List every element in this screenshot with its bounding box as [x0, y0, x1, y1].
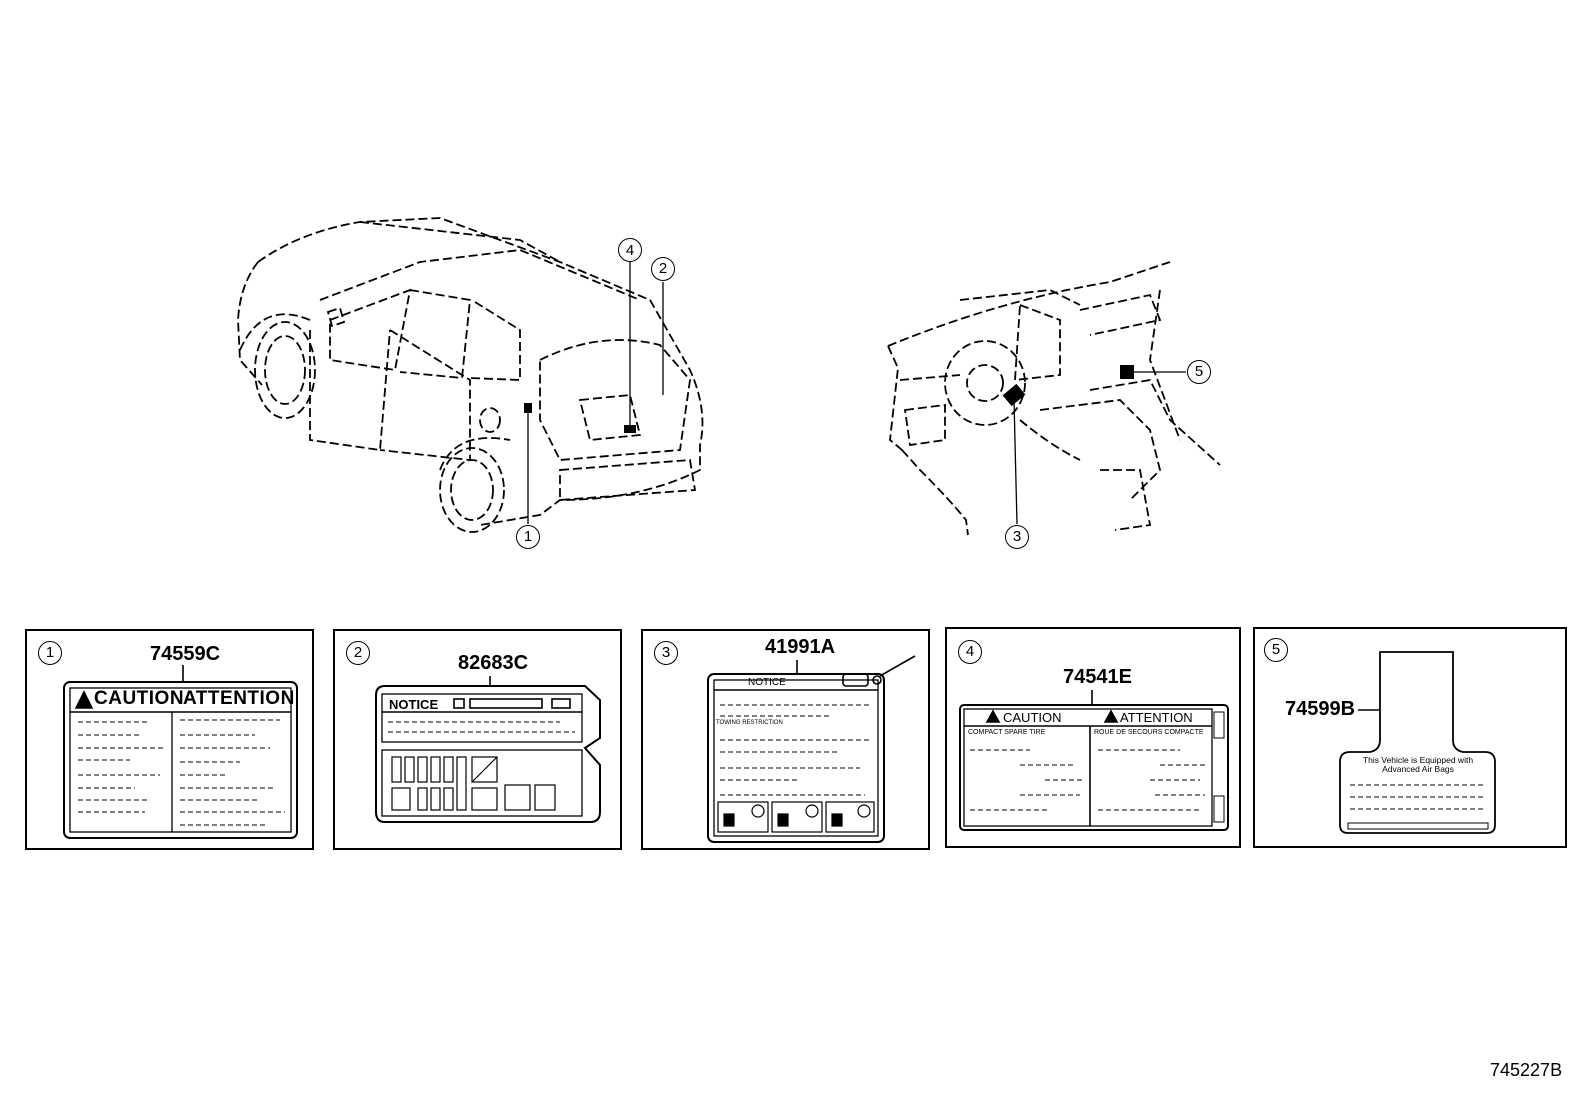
figure-id: 745227B [1490, 1060, 1563, 1080]
callout-5-dashboard: 5 [1187, 360, 1211, 384]
callout-label: 3 [1012, 528, 1022, 545]
panel-5-text-line1: This Vehicle is Equipped with [1362, 755, 1474, 765]
callout-label: 1 [523, 528, 533, 545]
vehicle-exterior-illustration [237, 217, 704, 533]
panel-4-number: 4 [958, 640, 982, 664]
panel-1-heading-left: CAUTION [94, 688, 185, 709]
panel-3-number: 3 [654, 641, 678, 665]
label-marker-1 [524, 403, 532, 413]
panel-2-heading: NOTICE [389, 697, 439, 712]
callout-2-vehicle: 2 [651, 257, 675, 281]
panel-4-sub-left: COMPACT SPARE TIRE [968, 729, 1046, 736]
panel-1-part-number: 74559C [150, 643, 221, 665]
panel-4-heading-left: CAUTION [1003, 710, 1062, 725]
panel-1 [25, 629, 314, 850]
panel-3 [641, 629, 930, 850]
panel-4-sub-right: ROUE DE SECOURS COMPACTE [1094, 729, 1204, 736]
panel-3-sub: TOWING RESTRICTION [716, 720, 783, 726]
callout-4-vehicle: 4 [618, 238, 642, 262]
panel-4 [945, 627, 1241, 848]
panel-5 [1253, 627, 1567, 848]
panel-2 [333, 629, 622, 850]
panel-1-heading-right: ATTENTION [183, 688, 295, 709]
panel-1-number: 1 [38, 641, 62, 665]
callout-label: 5 [1194, 363, 1204, 380]
panel-4-heading-right: ATTENTION [1120, 710, 1193, 725]
panel-3-heading: NOTICE [748, 677, 786, 688]
label-marker-4 [624, 425, 636, 433]
panel-5-text-line2: Advanced Air Bags [1382, 764, 1454, 774]
callout-1-vehicle: 1 [516, 525, 540, 549]
panel-4-part-number: 74541E [1063, 666, 1132, 688]
callout-3-dashboard: 3 [1005, 525, 1029, 549]
label-marker-5 [1120, 365, 1134, 379]
panel-5-number: 5 [1264, 638, 1288, 662]
panel-5-part-number: 74599B [1285, 698, 1356, 720]
panel-2-part-number: 82683C [458, 652, 529, 674]
callout-label: 4 [625, 242, 635, 259]
callout-label: 2 [658, 260, 668, 277]
dashboard-illustration [887, 261, 1221, 536]
panel-3-part-number: 41991A [765, 636, 836, 658]
panel-2-number: 2 [346, 641, 370, 665]
label-marker-3 [1002, 383, 1026, 407]
